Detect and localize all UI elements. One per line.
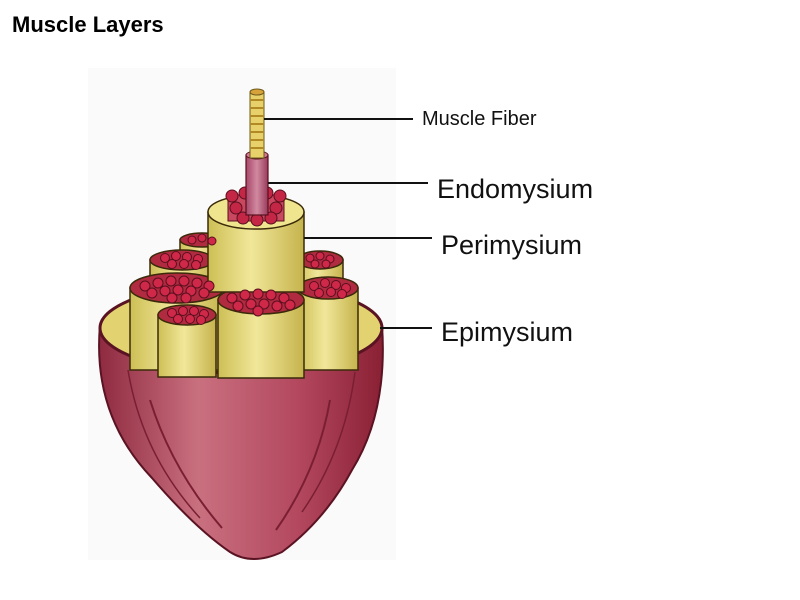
label-muscle-fiber: Muscle Fiber [422,108,537,130]
muscle-fiber [245,88,269,216]
page-title: Muscle Layers [12,12,164,37]
label-perimysium: Perimysium [441,230,583,260]
fascicle [297,276,359,371]
label-epimysium: Epimysium [441,317,574,347]
label-endomysium: Endomysium [437,174,594,204]
fiber-ends [139,233,351,325]
